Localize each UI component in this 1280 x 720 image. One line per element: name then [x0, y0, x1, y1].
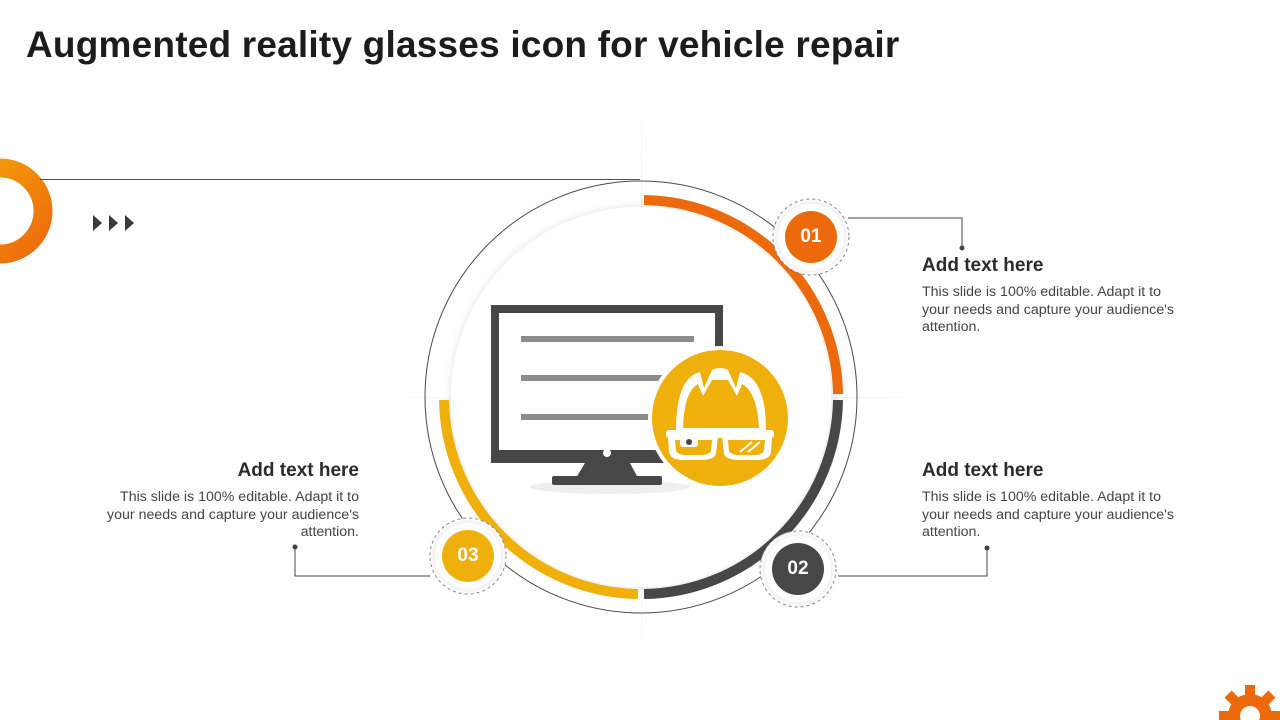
step-02-text: Add text here This slide is 100% editabl… — [922, 460, 1182, 542]
badge-01 — [772, 198, 850, 276]
step-02-number: 02 — [787, 558, 809, 579]
ring-decoration-icon — [0, 158, 53, 264]
step-01-text: Add text here This slide is 100% editabl… — [922, 255, 1182, 337]
gear-icon — [1219, 685, 1280, 720]
slide-title: Augmented reality glasses icon for vehic… — [26, 24, 900, 65]
connector-02 — [838, 548, 988, 577]
step-01-heading: Add text here — [922, 255, 1044, 276]
arc-segment-03 — [439, 399, 639, 599]
connector-01 — [848, 217, 963, 248]
ar-glasses-helmet-icon — [648, 346, 792, 490]
step-03-number: 03 — [457, 545, 479, 566]
step-03-heading: Add text here — [237, 460, 359, 481]
badge-03 — [429, 517, 507, 595]
step-03-text: Add text here This slide is 100% editabl… — [99, 460, 359, 542]
outer-thin-circle — [424, 180, 858, 614]
connector-03 — [294, 547, 430, 577]
step-02-body: This slide is 100% editable. Adapt it to… — [922, 489, 1174, 540]
badge-02 — [759, 530, 837, 608]
step-03-body: This slide is 100% editable. Adapt it to… — [107, 489, 359, 540]
triple-arrow-icon — [93, 215, 134, 231]
step-02-heading: Add text here — [922, 460, 1044, 481]
step-01-body: This slide is 100% editable. Adapt it to… — [922, 284, 1174, 335]
step-01-number: 01 — [800, 226, 822, 247]
